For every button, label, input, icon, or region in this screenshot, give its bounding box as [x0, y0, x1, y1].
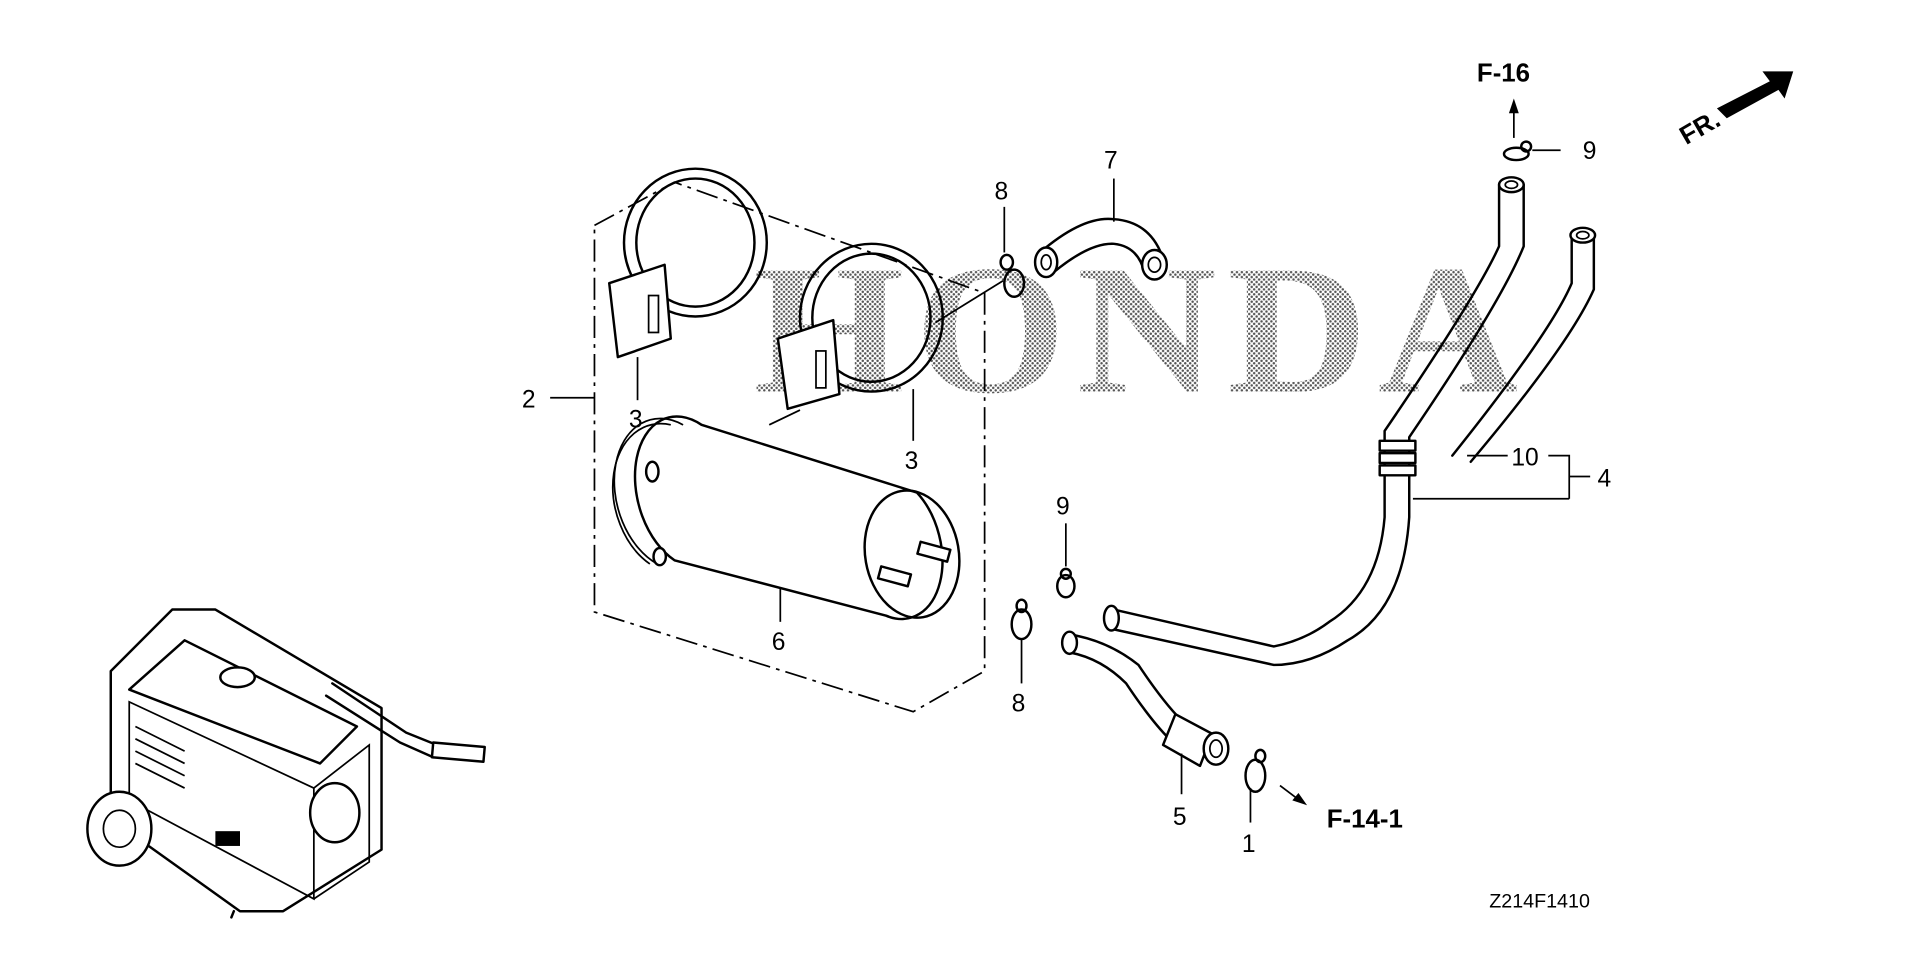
clip-1 — [1244, 748, 1308, 823]
clip-8-lower — [1010, 598, 1033, 684]
figure-code: Z214F1410 — [1489, 891, 1590, 913]
generator-illustration — [86, 608, 486, 919]
reference-f-16[interactable]: F-16 — [1477, 59, 1530, 87]
callout-9-lower: 9 — [1056, 494, 1070, 521]
front-direction-arrow-icon — [1716, 71, 1794, 119]
clip-9-lower — [1056, 523, 1076, 599]
callout-2: 2 — [522, 387, 536, 414]
hose-7 — [1033, 178, 1168, 281]
reference-f-14-1[interactable]: F-14-1 — [1327, 805, 1403, 833]
callout-8-top: 8 — [994, 178, 1008, 205]
callout-7: 7 — [1104, 148, 1118, 175]
callout-8-lower: 8 — [1012, 691, 1026, 718]
callout-3-left: 3 — [629, 406, 643, 433]
callout-5: 5 — [1173, 804, 1187, 831]
canister-clamp-right — [768, 242, 945, 441]
callout-6: 6 — [772, 629, 786, 656]
hose-5 — [1060, 630, 1230, 795]
honda-watermark: HONDA — [753, 227, 1528, 432]
hose-assembly-4 — [1102, 176, 1597, 667]
callout-3-right: 3 — [905, 448, 919, 475]
callout-9-top: 9 — [1583, 138, 1597, 165]
callout-4: 4 — [1598, 465, 1612, 492]
charcoal-canister — [611, 415, 961, 622]
canister-clamp-left — [608, 167, 769, 401]
callout-1: 1 — [1242, 831, 1256, 858]
callout-10: 10 — [1511, 444, 1538, 471]
clip-8-top — [934, 206, 1026, 324]
clip-9-top — [1502, 98, 1561, 162]
front-label: FR. — [1675, 105, 1725, 150]
